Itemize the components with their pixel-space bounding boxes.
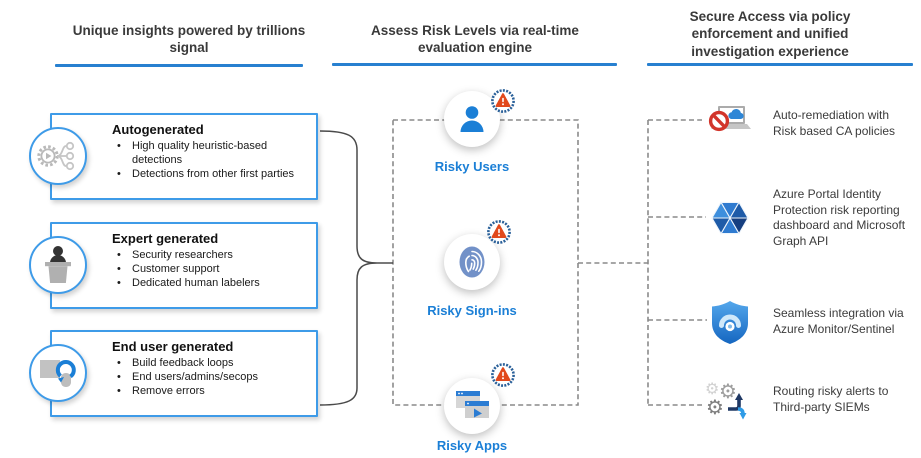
header-unique-insights: Unique insights powered by trillions sig… bbox=[72, 23, 306, 56]
secure-access-text: Seamless integration via Azure Monitor/S… bbox=[773, 306, 904, 336]
secure-access-text: Auto-remediation with Risk based CA poli… bbox=[773, 108, 896, 138]
bullet-item: •Security researchers bbox=[117, 248, 233, 261]
automation-flow-icon bbox=[29, 127, 87, 185]
bullet-item: •Build feedback loops bbox=[117, 356, 234, 369]
bullet-item: •High quality heuristic-based detections bbox=[117, 139, 268, 166]
svg-text:⚙: ⚙ bbox=[705, 379, 719, 398]
header-assess-risk: Assess Risk Levels via real-time evaluat… bbox=[371, 23, 579, 56]
risk-warning-badge bbox=[491, 363, 515, 387]
user-icon bbox=[460, 106, 484, 132]
blocked-device-icon bbox=[708, 106, 751, 132]
gears-routing-icon: ⚙ ⚙ ⚙ bbox=[705, 379, 747, 420]
header-underline-2 bbox=[332, 63, 617, 66]
bullet-item: •End users/admins/secops bbox=[117, 370, 258, 383]
svg-text:⚙: ⚙ bbox=[719, 379, 737, 403]
box-title: End user generated bbox=[112, 339, 234, 354]
risky-signins-circle bbox=[444, 234, 500, 290]
feedback-loop-icon bbox=[29, 344, 87, 402]
box-title: Expert generated bbox=[112, 231, 219, 246]
secure-access-text: Routing risky alerts to Third-party SIEM… bbox=[773, 384, 889, 414]
insight-box-expert-generated: Expert generated •Security researchers •… bbox=[50, 222, 318, 309]
risky-apps-label: Risky Apps bbox=[436, 438, 508, 453]
risk-warning-badge bbox=[487, 220, 511, 244]
insight-box-end-user-generated: End user generated •Build feedback loops… bbox=[50, 330, 318, 417]
bullet-item: •Dedicated human labelers bbox=[117, 276, 260, 289]
risk-warning-badge bbox=[491, 89, 515, 113]
risky-users-circle bbox=[444, 91, 500, 147]
fingerprint-icon bbox=[459, 246, 485, 278]
header-underline-3 bbox=[647, 63, 913, 66]
secure-access-text: Azure Portal Identity Protection risk re… bbox=[773, 187, 906, 248]
bullet-item: •Customer support bbox=[117, 262, 220, 275]
app-windows-icon bbox=[456, 391, 489, 418]
curly-brace bbox=[319, 130, 393, 406]
risky-users-label: Risky Users bbox=[434, 159, 510, 174]
header-underline-1 bbox=[55, 64, 303, 67]
box-title: Autogenerated bbox=[112, 122, 204, 137]
security-shield-icon bbox=[712, 301, 748, 344]
expert-podium-icon bbox=[29, 236, 87, 294]
bullet-item: •Remove errors bbox=[117, 384, 205, 397]
svg-text:⚙: ⚙ bbox=[706, 395, 724, 419]
insight-box-autogenerated: Autogenerated •High quality heuristic-ba… bbox=[50, 113, 318, 200]
identity-protection-icon bbox=[711, 201, 749, 235]
bullet-item: •Detections from other first parties bbox=[117, 167, 295, 180]
risky-signins-label: Risky Sign-ins bbox=[427, 303, 517, 318]
risky-apps-circle bbox=[444, 378, 500, 434]
header-secure-access: Secure Access via policy enforcement and… bbox=[689, 9, 851, 59]
